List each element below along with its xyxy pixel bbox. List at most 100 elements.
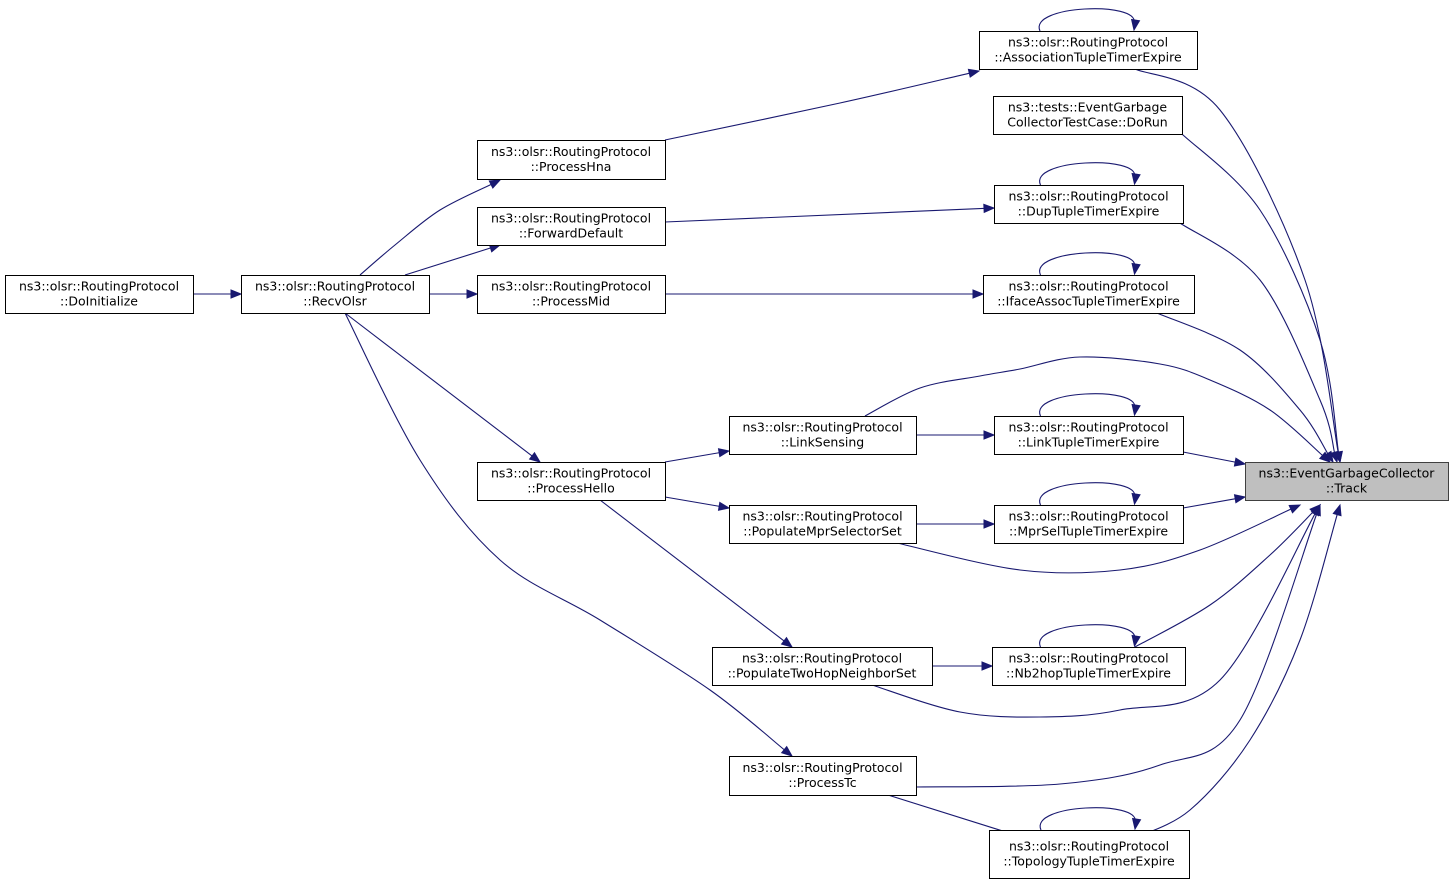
node-label-line-1: ns3::olsr::RoutingProtocol xyxy=(1008,279,1168,294)
edge-processhello-to-popmpr xyxy=(664,496,731,511)
edge-path xyxy=(599,499,786,643)
node-label-line-1: ns3::olsr::RoutingProtocol xyxy=(491,279,651,294)
edge-arrowhead xyxy=(972,289,985,299)
edge-mprsel-to-track xyxy=(1182,494,1247,509)
edge-mprsel-to-mprsel xyxy=(1039,482,1141,506)
node-label-line-1: ns3::olsr::RoutingProtocol xyxy=(1008,651,1168,666)
edge-arrowhead xyxy=(1233,494,1247,504)
edge-path xyxy=(1156,312,1330,456)
edge-iface-to-iface xyxy=(1039,252,1141,276)
node-label-line-2: ::ProcessHna xyxy=(531,159,612,174)
node-label-line-1: ns3::olsr::RoutingProtocol xyxy=(19,279,179,294)
edge-arrowhead xyxy=(717,501,731,511)
node-label-line-1: ns3::olsr::RoutingProtocol xyxy=(491,211,651,226)
node-label-line-2: ::IfaceAssocTupleTimerExpire xyxy=(997,294,1180,309)
node-label-line-2: ::ProcessHello xyxy=(527,481,615,496)
edge-path xyxy=(1181,133,1340,455)
node-box xyxy=(729,756,917,796)
node-box xyxy=(729,416,917,455)
self-loop-arrowhead xyxy=(1131,492,1141,506)
node-forward[interactable]: ns3::olsr::RoutingProtocol::ForwardDefau… xyxy=(477,207,666,246)
edge-processhello-to-linksensing xyxy=(664,448,731,463)
edge-popmpr-to-mprsel xyxy=(916,519,996,529)
self-loop-path xyxy=(1039,624,1136,648)
edge-recvolsr-to-processmid xyxy=(429,289,479,299)
node-label-line-2: ::ProcessTc xyxy=(788,775,856,790)
edge-arrowhead xyxy=(1288,504,1302,514)
edge-path xyxy=(664,496,722,508)
node-assoc[interactable]: ns3::olsr::RoutingProtocol::AssociationT… xyxy=(979,31,1198,70)
node-box xyxy=(5,275,194,314)
edge-arrowhead xyxy=(1329,450,1339,464)
edge-forward-to-dup xyxy=(664,203,996,223)
edge-processmid-to-iface xyxy=(665,289,985,299)
edge-path xyxy=(359,183,494,276)
node-dorun[interactable]: ns3::tests::EventGarbageCollectorTestCas… xyxy=(993,96,1183,135)
self-loop-arrowhead xyxy=(1130,18,1141,32)
edge-path xyxy=(871,511,1317,718)
edge-path xyxy=(1179,222,1336,455)
edge-linksensing-to-linktuple xyxy=(916,430,996,440)
edge-iface-to-track xyxy=(1156,312,1334,464)
node-linksensing[interactable]: ns3::olsr::RoutingProtocol::LinkSensing xyxy=(729,416,917,455)
edge-path xyxy=(1182,497,1238,509)
edge-path xyxy=(1134,510,1315,648)
node-iface[interactable]: ns3::olsr::RoutingProtocol::IfaceAssocTu… xyxy=(983,275,1195,314)
edge-path xyxy=(1182,451,1238,464)
node-box xyxy=(979,31,1198,70)
node-label-line-1: ns3::olsr::RoutingProtocol xyxy=(491,466,651,481)
edge-linktuple-to-track xyxy=(1182,451,1247,467)
node-popmpr[interactable]: ns3::olsr::RoutingProtocol::PopulateMprS… xyxy=(729,505,917,544)
edge-path xyxy=(664,207,987,223)
node-label-line-1: ns3::olsr::RoutingProtocol xyxy=(742,420,902,435)
node-topology[interactable]: ns3::olsr::RoutingProtocol::TopologyTupl… xyxy=(989,830,1190,879)
node-label-line-2: ::Track xyxy=(1326,481,1368,496)
self-loop-path xyxy=(1039,807,1136,831)
self-loop-arrowhead xyxy=(1131,262,1141,276)
node-recvolsr[interactable]: ns3::olsr::RoutingProtocol::RecvOlsr xyxy=(241,275,430,314)
node-processhello[interactable]: ns3::olsr::RoutingProtocol::ProcessHello xyxy=(477,462,666,501)
node-processhna[interactable]: ns3::olsr::RoutingProtocol::ProcessHna xyxy=(477,140,666,180)
node-linktuple[interactable]: ns3::olsr::RoutingProtocol::LinkTupleTim… xyxy=(994,416,1184,455)
node-box xyxy=(729,505,917,544)
node-box xyxy=(241,275,430,314)
node-label-line-2: ::ForwardDefault xyxy=(519,226,623,241)
node-processtc[interactable]: ns3::olsr::RoutingProtocol::ProcessTc xyxy=(729,756,917,796)
edge-arrowhead xyxy=(967,68,981,78)
node-label-line-1: ns3::olsr::RoutingProtocol xyxy=(255,279,415,294)
node-dup[interactable]: ns3::olsr::RoutingProtocol::DupTupleTime… xyxy=(994,185,1184,224)
edge-linktuple-to-linktuple xyxy=(1039,393,1141,417)
node-box xyxy=(477,207,666,246)
node-label-line-1: ns3::EventGarbageCollector xyxy=(1259,466,1436,481)
node-nb2hop[interactable]: ns3::olsr::RoutingProtocol::Nb2hopTupleT… xyxy=(992,647,1186,686)
node-label-line-1: ns3::olsr::RoutingProtocol xyxy=(742,509,902,524)
edge-arrowhead xyxy=(780,636,794,648)
node-box xyxy=(992,647,1186,686)
node-doinit[interactable]: ns3::olsr::RoutingProtocol::DoInitialize xyxy=(5,275,194,314)
edge-arrowhead xyxy=(983,430,996,440)
node-label-line-2: ::PopulateTwoHopNeighborSet xyxy=(728,666,917,681)
self-loop-path xyxy=(1039,482,1136,506)
node-poptwohop[interactable]: ns3::olsr::RoutingProtocol::PopulateTwoH… xyxy=(712,647,933,686)
node-label-line-2: ::LinkSensing xyxy=(781,435,864,450)
nodes-layer: ns3::EventGarbageCollector::Trackns3::ol… xyxy=(5,31,1449,879)
node-box xyxy=(983,275,1195,314)
node-box xyxy=(477,462,666,501)
node-label-line-2: CollectorTestCase::DoRun xyxy=(1007,115,1167,130)
edge-processtc-to-track xyxy=(915,503,1321,788)
edge-path xyxy=(915,512,1318,788)
edge-path xyxy=(344,312,787,752)
edge-arrowhead xyxy=(1332,503,1342,517)
node-processmid[interactable]: ns3::olsr::RoutingProtocol::ProcessMid xyxy=(477,275,666,314)
edge-processhna-to-assoc xyxy=(664,68,981,141)
self-loop-path xyxy=(1039,393,1136,417)
node-mprsel[interactable]: ns3::olsr::RoutingProtocol::MprSelTupleT… xyxy=(994,505,1184,544)
self-loop-arrowhead xyxy=(1131,403,1141,417)
node-box xyxy=(1245,462,1449,501)
node-label-line-1: ns3::olsr::RoutingProtocol xyxy=(1008,509,1168,524)
edge-nb2hop-to-nb2hop xyxy=(1039,624,1141,648)
node-track[interactable]: ns3::EventGarbageCollector::Track xyxy=(1245,462,1449,501)
node-label-line-2: ::DoInitialize xyxy=(60,294,138,309)
edge-poptwohop-to-nb2hop xyxy=(932,661,994,671)
edge-path xyxy=(1134,512,1339,839)
